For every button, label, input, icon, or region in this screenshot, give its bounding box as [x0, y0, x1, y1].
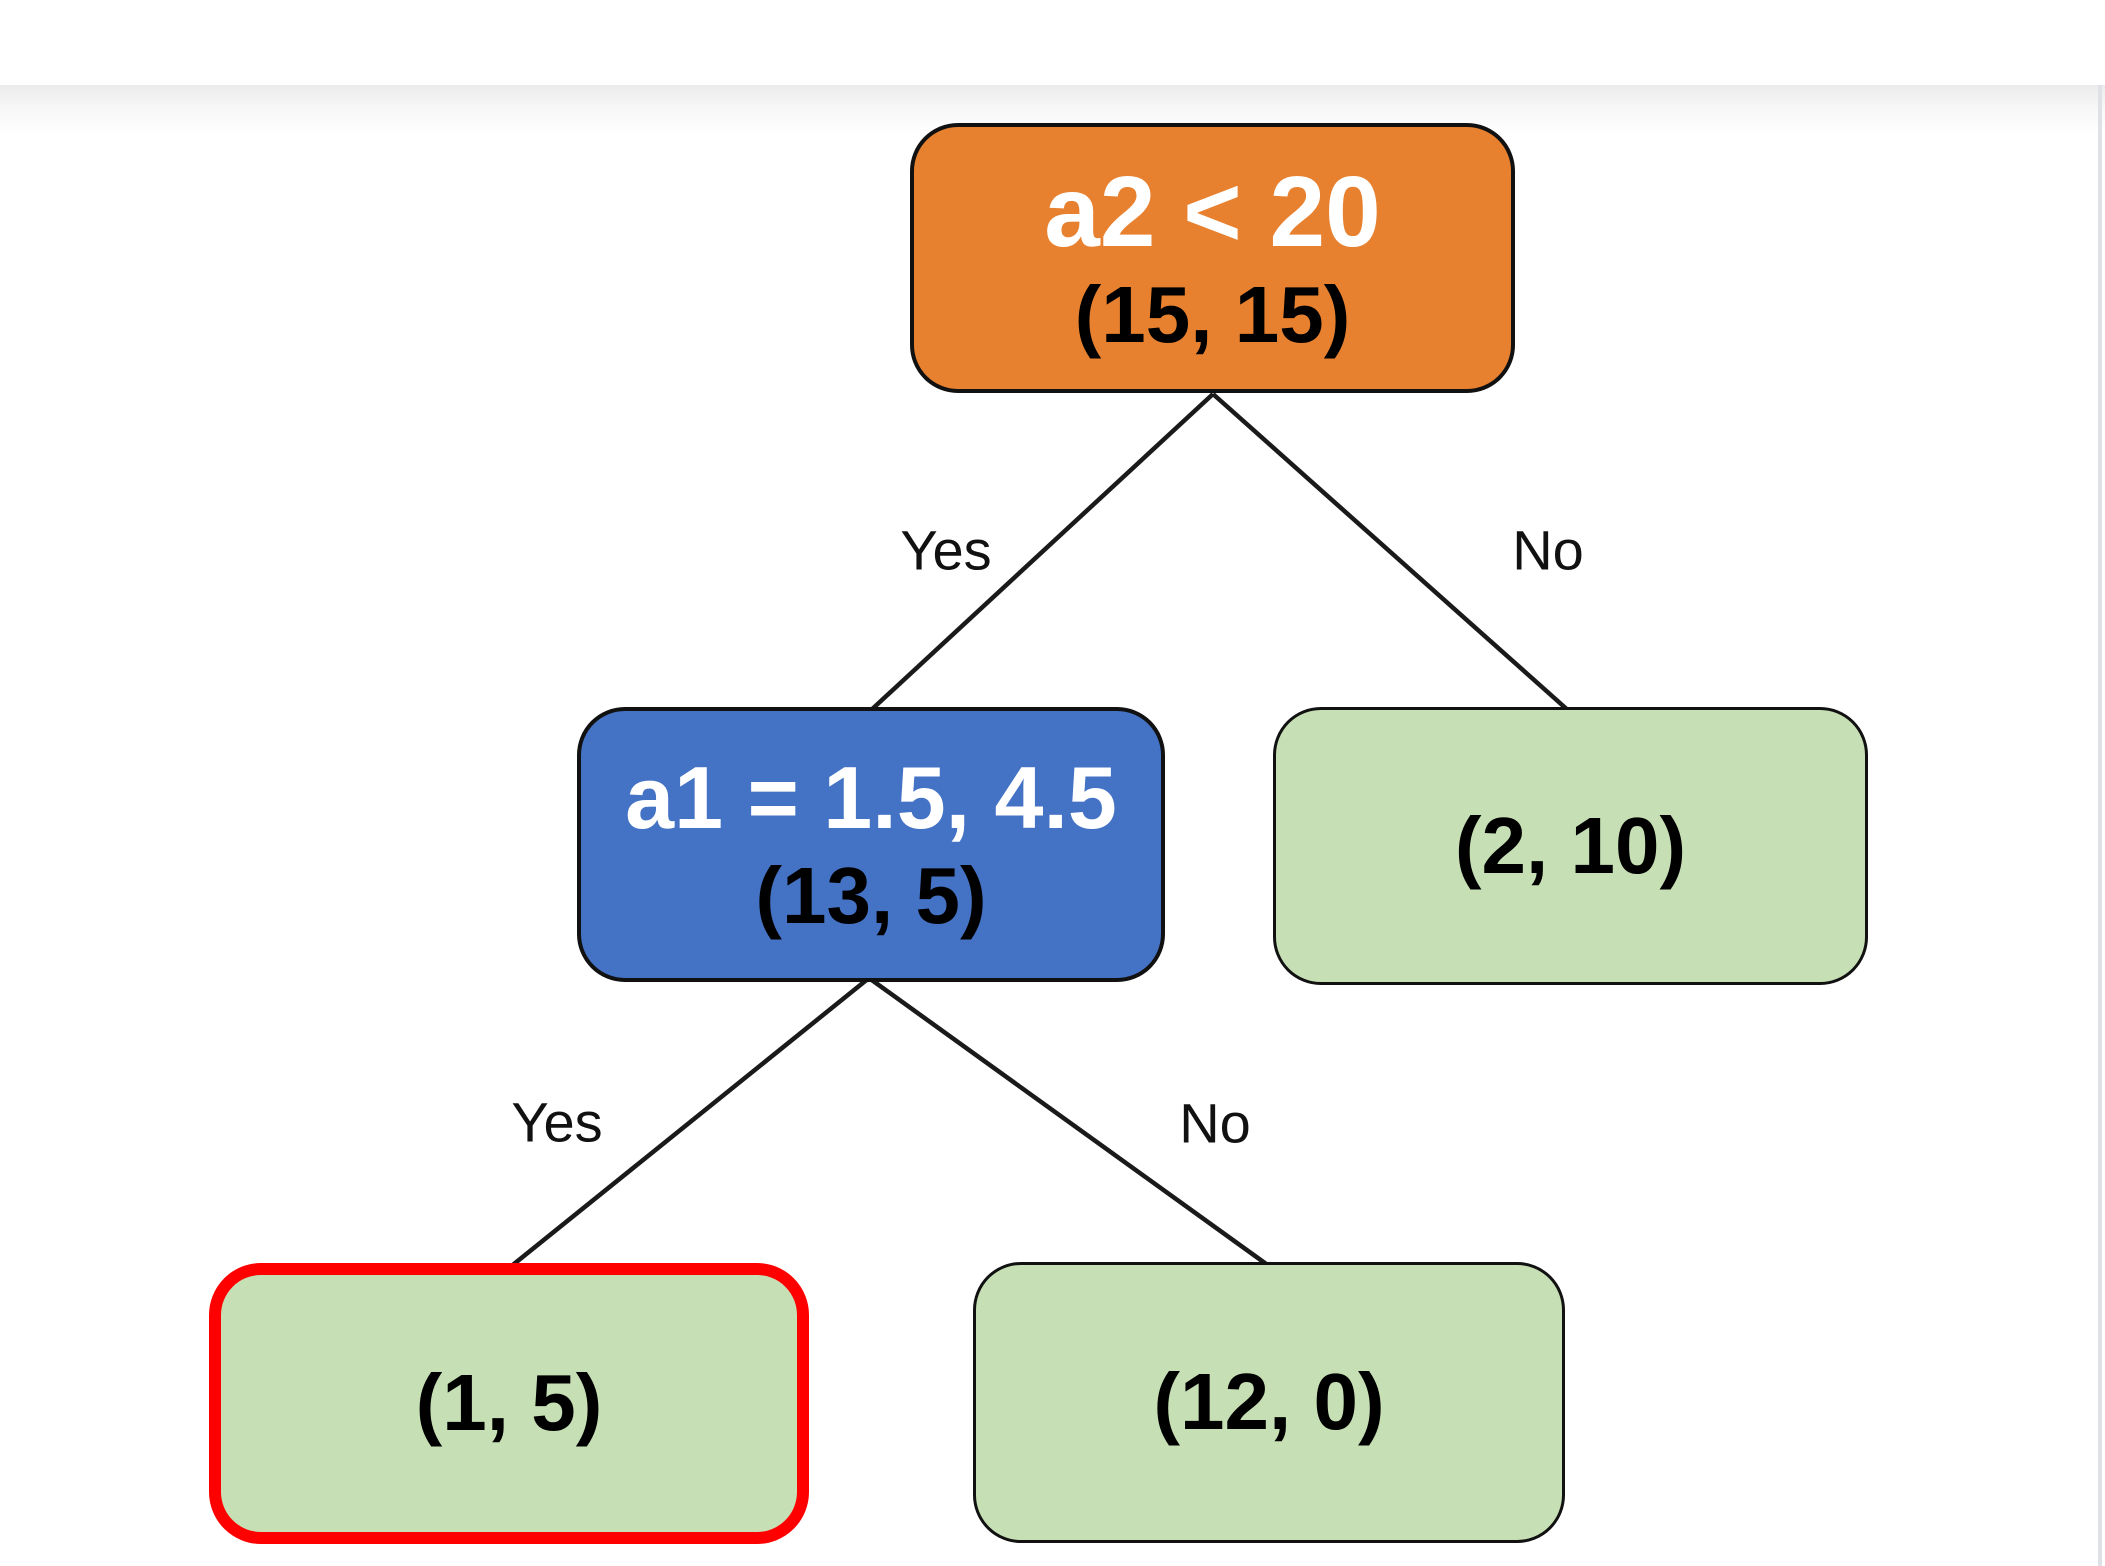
right-edge-border — [2098, 85, 2102, 1566]
top-bar — [0, 0, 2105, 85]
node-internal-decision: a1 = 1.5, 4.5 (13, 5) — [577, 707, 1165, 982]
node-leaf-bottom-right-counts: (12, 0) — [1153, 1357, 1385, 1447]
edge-internal-no — [867, 976, 1271, 1268]
edge-label-root-yes: Yes — [900, 518, 992, 582]
edge-root-yes — [867, 392, 1215, 714]
node-leaf-highlighted-counts: (1, 5) — [415, 1358, 603, 1448]
node-root-decision: a2 < 20 (15, 15) — [910, 123, 1515, 393]
node-leaf-right: (2, 10) — [1273, 707, 1868, 985]
edge-label-internal-no: No — [1179, 1091, 1251, 1155]
node-leaf-highlighted: (1, 5) — [209, 1263, 809, 1544]
edge-root-no — [1211, 392, 1572, 714]
edge-label-root-no: No — [1512, 518, 1584, 582]
node-internal-counts: (13, 5) — [755, 850, 987, 940]
edge-label-internal-yes: Yes — [511, 1090, 603, 1154]
node-leaf-right-counts: (2, 10) — [1454, 800, 1687, 890]
edge-internal-yes — [507, 976, 871, 1270]
node-root-title: a2 < 20 — [1044, 155, 1381, 268]
node-internal-title: a1 = 1.5, 4.5 — [625, 747, 1117, 847]
node-leaf-bottom-right: (12, 0) — [973, 1262, 1565, 1543]
node-root-counts: (15, 15) — [1074, 269, 1351, 359]
